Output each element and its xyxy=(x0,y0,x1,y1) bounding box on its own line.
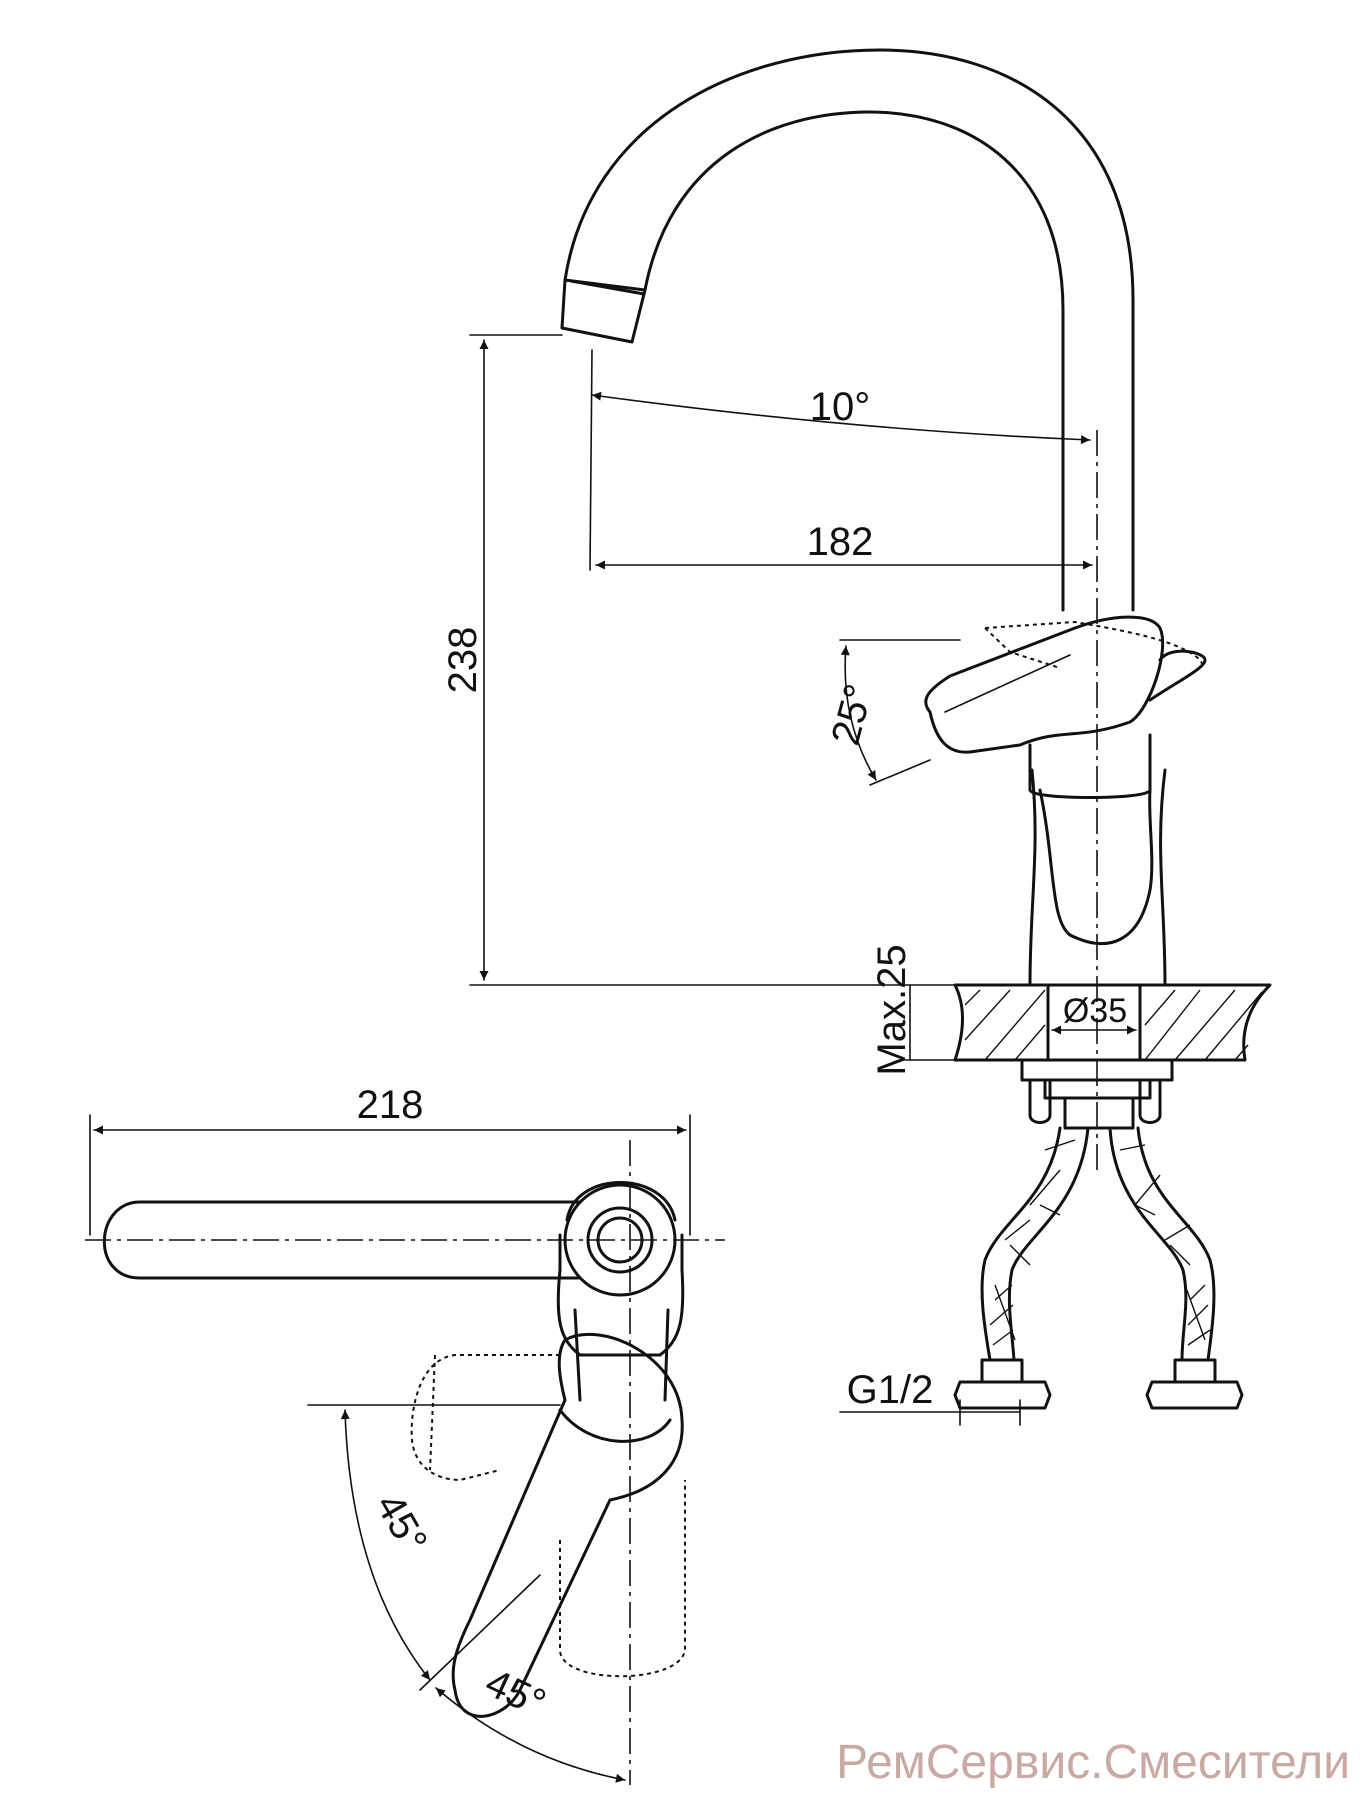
watermark: РемСервис.Смесители xyxy=(836,1736,1350,1789)
spout-reach-label: 182 xyxy=(807,520,874,564)
hole-diameter-label: Ø35 xyxy=(1063,992,1127,1030)
cartridge-housing xyxy=(1028,733,1152,799)
max-thickness-label: Max.25 xyxy=(870,944,914,1075)
plan-view: 218 45° 45° xyxy=(85,1083,725,1785)
lever xyxy=(924,615,1165,754)
lever-raised-outline xyxy=(984,620,1206,669)
flexible-hoses xyxy=(953,1126,1244,1410)
plan-length-label: 218 xyxy=(357,1083,424,1127)
plan-aerator-outer xyxy=(586,1206,654,1274)
rotation-left-label: 45° xyxy=(367,1486,435,1560)
plan-faucet-body xyxy=(556,1268,685,1357)
plan-lever xyxy=(451,1332,684,1718)
plan-aerator-inner xyxy=(596,1216,644,1264)
plan-lever-straight xyxy=(559,1480,686,1678)
lever-tilt-arc xyxy=(840,645,877,781)
spout-inner xyxy=(643,110,1065,612)
lever-tilt-label: 25° xyxy=(823,680,881,750)
rotation-left-arc xyxy=(340,1409,431,1681)
spout-outer xyxy=(563,48,1135,612)
plan-body-ring xyxy=(563,1183,677,1297)
spout-angle-label: 10° xyxy=(810,385,871,429)
plan-spout xyxy=(102,1200,582,1280)
body-inner-curve xyxy=(1038,788,1154,945)
side-view: 238 10° 182 25° Max.25 Ø35 G1/2 xyxy=(441,48,1272,1426)
spout-aerator xyxy=(560,278,647,344)
aerator-ring xyxy=(569,279,646,296)
mounting-nut xyxy=(1020,1058,1174,1130)
rotation-right-arc xyxy=(435,1687,626,1783)
countertop xyxy=(953,983,1272,1062)
height-dim-label: 238 xyxy=(441,627,485,694)
spout-angle-arc xyxy=(591,391,1091,445)
connection-label: G1/2 xyxy=(847,1368,934,1412)
